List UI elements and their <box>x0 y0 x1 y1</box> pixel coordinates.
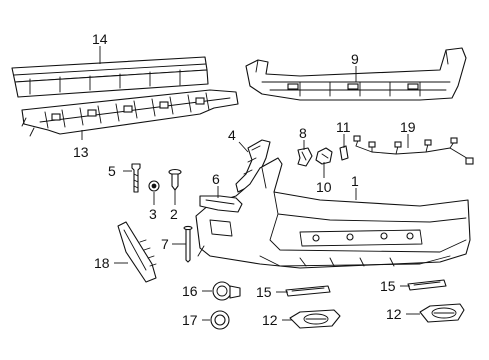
callout-13: 13 <box>73 144 89 160</box>
callout-9: 9 <box>351 51 359 67</box>
callout-11: 11 <box>336 119 351 135</box>
part-14-reinforcement-bar <box>11 56 209 98</box>
part-12b-exhaust-bezel <box>419 303 465 323</box>
callouts: 14 9 13 4 8 11 19 10 1 6 5 3 2 7 18 16 1… <box>73 31 416 328</box>
part-17-sensor-ring <box>210 310 230 330</box>
part-18-reflector <box>117 221 157 283</box>
callout-15-left: 15 <box>256 284 272 300</box>
callout-2: 2 <box>170 206 178 222</box>
part-3-nut <box>148 180 160 192</box>
callout-16: 16 <box>182 283 198 299</box>
leader-lines <box>81 46 420 321</box>
callout-12-left: 12 <box>262 312 278 328</box>
callout-7: 7 <box>161 236 169 252</box>
part-10-clip <box>315 147 333 165</box>
callout-8: 8 <box>299 125 307 141</box>
part-6-side-bracket <box>199 195 243 213</box>
part-8-clip <box>297 147 313 167</box>
part-12a-exhaust-bezel <box>289 309 341 329</box>
callout-18: 18 <box>94 255 110 271</box>
part-15a-strip <box>285 285 331 297</box>
callout-15-right: 15 <box>380 278 396 294</box>
callout-10: 10 <box>316 179 332 195</box>
callout-5: 5 <box>108 163 116 179</box>
callout-6: 6 <box>212 171 220 187</box>
part-5-screw <box>131 163 141 193</box>
callout-1: 1 <box>351 173 359 189</box>
part-13-energy-absorber <box>21 89 239 137</box>
callout-19: 19 <box>400 119 416 135</box>
part-2-fastener <box>168 168 182 191</box>
callout-12-right: 12 <box>386 306 402 322</box>
part-16-parking-sensor <box>212 281 241 301</box>
part-19-wiring-harness <box>353 135 474 165</box>
callout-4: 4 <box>228 127 236 143</box>
callout-3: 3 <box>149 206 157 222</box>
part-15b-strip <box>407 279 447 291</box>
part-11-clip <box>339 145 349 161</box>
part-1-bumper-cover <box>195 157 471 269</box>
callout-17: 17 <box>182 312 198 328</box>
callout-14: 14 <box>92 31 108 47</box>
part-7-pin <box>183 225 193 263</box>
